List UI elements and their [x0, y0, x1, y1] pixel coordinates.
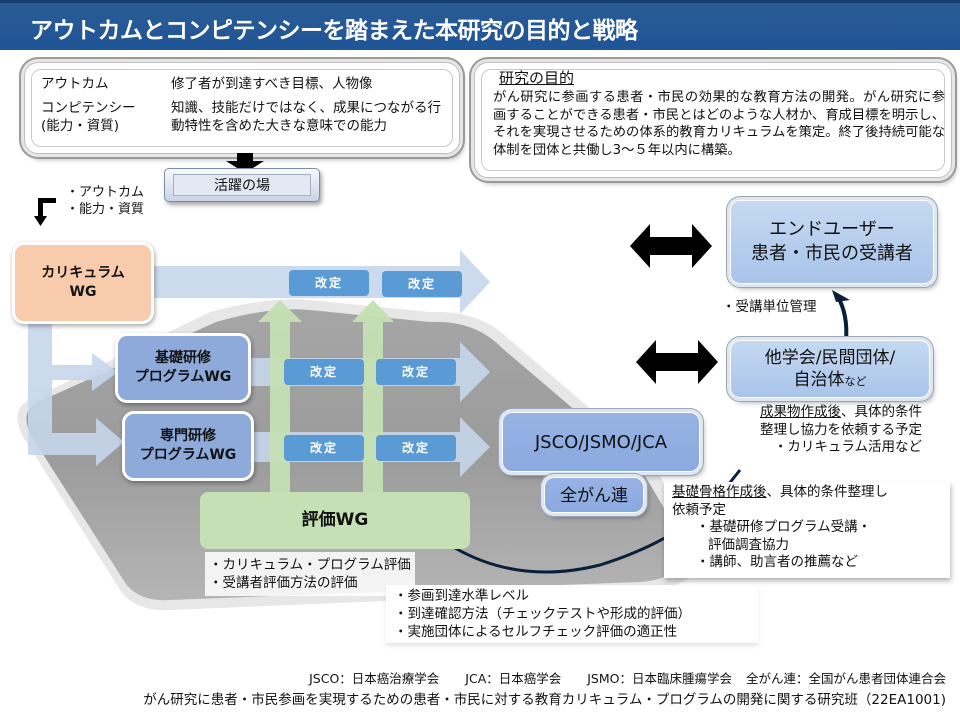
abbr-zengan: 全がん連：全国がん患者団体連合会 — [745, 671, 946, 686]
revision-badge: 改定 — [382, 271, 462, 297]
senmon-program-wg-box: 専門研修 プログラムWG — [122, 411, 254, 481]
revision-badge: 改定 — [289, 270, 369, 296]
revision-badge: 改定 — [284, 435, 364, 461]
elbow-down-arrow-icon — [34, 198, 56, 226]
double-arrow-icon — [636, 340, 718, 384]
kiso-wg-line2: プログラムWG — [134, 369, 232, 385]
down-arrow-icon — [226, 153, 264, 173]
project-title: がん研究に患者・市民参画を実現するための患者・市民に対する教育カリキュラム・プロ… — [143, 692, 946, 708]
note-line3: ・カリキュラム活用など — [773, 439, 922, 455]
jsco-jsmo-jca-box: JSCO/JSMO/JCA — [502, 412, 700, 472]
purpose-title: 研究の目的 — [499, 69, 575, 87]
other-societies-line1: 他学会/民間団体/ — [764, 348, 896, 368]
evaluation-notes: ・カリキュラム・プログラム評価 ・受講者評価方法の評価 — [205, 552, 415, 596]
curriculum-wg-line2: WG — [69, 284, 97, 300]
abbr-jsmo: JSMO：日本臨床腫瘍学会 — [587, 671, 732, 686]
header-bar: アウトカムとコンピテンシーを踏まえた本研究の目的と戦略 — [0, 0, 960, 50]
zengan-box: 全がん連 — [544, 477, 644, 513]
curriculum-wg-box: カリキュラム WG — [12, 242, 154, 324]
definitions-box-inner — [31, 69, 453, 147]
zengan-callout: 基礎骨格作成後、具体的条件整理し 依頼予定 ・基礎研修プログラム受講・ 評価調査… — [664, 482, 950, 578]
enduser-box: エンドユーザー 患者・市民の受講者 — [730, 200, 934, 284]
other-societies-line2: 自治体 — [793, 370, 845, 390]
note-underlined: 成果物作成後 — [760, 404, 841, 420]
competency-desc: 知識、技能だけではなく、成果につながる行動特性を含めた大きな意味での能力 — [171, 100, 441, 134]
criteria-note: ・到達確認方法（チェックテストや形成的評価） — [394, 606, 691, 622]
revision-badge: 改定 — [376, 359, 456, 385]
note-line2: 整理し協力を依頼する予定 — [760, 421, 922, 438]
evaluation-criteria-notes: ・参画到達水準レベル ・到達確認方法（チェックテストや形成的評価） ・実施団体に… — [386, 585, 758, 643]
purpose-box-inner — [481, 69, 945, 171]
criteria-note: ・実施団体によるセルフチェック評価の適正性 — [394, 624, 678, 640]
outcome-desc: 修了者が到達すべき目標、人物像 — [171, 76, 373, 92]
other-societies-note: 成果物作成後、具体的条件 整理し協力を依頼する予定 ・カリキュラム活用など — [740, 404, 922, 457]
enduser-line2: 患者・市民の受講者 — [751, 243, 913, 264]
double-arrow-icon — [630, 224, 712, 268]
senmon-wg-line2: プログラムWG — [139, 447, 237, 463]
research-purpose-box: 研究の目的 がん研究に参画する患者・市民の効果的な教育方法の開発。がん研究に参画… — [474, 62, 952, 178]
katsuyaku-label: 活躍の場 — [173, 174, 311, 196]
purpose-text: がん研究に参画する患者・市民の効果的な教育方法の開発。がん研究に参画することがで… — [493, 90, 945, 158]
kiso-program-wg-box: 基礎研修 プログラムWG — [115, 333, 251, 403]
ability-bullet: ・能力・資質 — [66, 202, 145, 217]
enduser-feedback-curve — [836, 296, 849, 341]
revision-badge: 改定 — [376, 435, 456, 461]
evaluation-wg-box: 評価WG — [200, 492, 470, 549]
callout-underlined: 基礎骨格作成後 — [672, 484, 767, 500]
note-rest: 、具体的条件 — [841, 404, 922, 420]
callout-line5: ・講師、助言者の推薦など — [696, 554, 858, 570]
enduser-line1: エンドユーザー — [769, 219, 895, 240]
senmon-wg-line1: 専門研修 — [159, 428, 216, 444]
enduser-feedback-arrowhead — [832, 290, 850, 302]
criteria-note: ・参画到達水準レベル — [394, 588, 529, 604]
callout-line4: 評価調査協力 — [708, 536, 789, 553]
katsuyaku-box: 活躍の場 — [164, 168, 320, 202]
other-societies-suffix: など — [844, 375, 867, 388]
competency-term-line1: コンピテンシー — [41, 100, 136, 116]
evaluation-note: ・受講者評価方法の評価 — [209, 575, 358, 591]
revision-badge: 改定 — [284, 359, 364, 385]
abbreviation-legend: JSCO：日本癌治療学会 JCA：日本癌学会 JSMO：日本臨床腫瘍学会 全がん… — [287, 668, 946, 687]
kiso-wg-line1: 基礎研修 — [154, 350, 211, 366]
evaluation-note: ・カリキュラム・プログラム評価 — [209, 557, 411, 573]
other-societies-box: 他学会/民間団体/ 自治体など — [730, 340, 930, 398]
outcome-term: アウトカム — [41, 76, 109, 92]
callout-line2: 依頼予定 — [672, 501, 726, 518]
page-title: アウトカムとコンピテンシーを踏まえた本研究の目的と戦略 — [30, 18, 638, 44]
curriculum-wg-line1: カリキュラム — [41, 265, 125, 281]
callout-line3: ・基礎研修プログラム受講・ — [696, 519, 872, 535]
abbr-jca: JCA：日本癌学会 — [465, 671, 562, 686]
outcome-bullet: ・アウトカム — [66, 185, 145, 200]
competency-term-line2: (能力・資質) — [41, 118, 120, 134]
callout-rest: 、具体的条件整理し — [766, 484, 889, 500]
enduser-note: ・受講単位管理 — [722, 299, 817, 315]
definitions-box: アウトカム 修了者が到達すべき目標、人物像 コンピテンシー (能力・資質) 知識… — [24, 62, 460, 154]
abbr-jsco: JSCO：日本癌治療学会 — [309, 671, 440, 686]
